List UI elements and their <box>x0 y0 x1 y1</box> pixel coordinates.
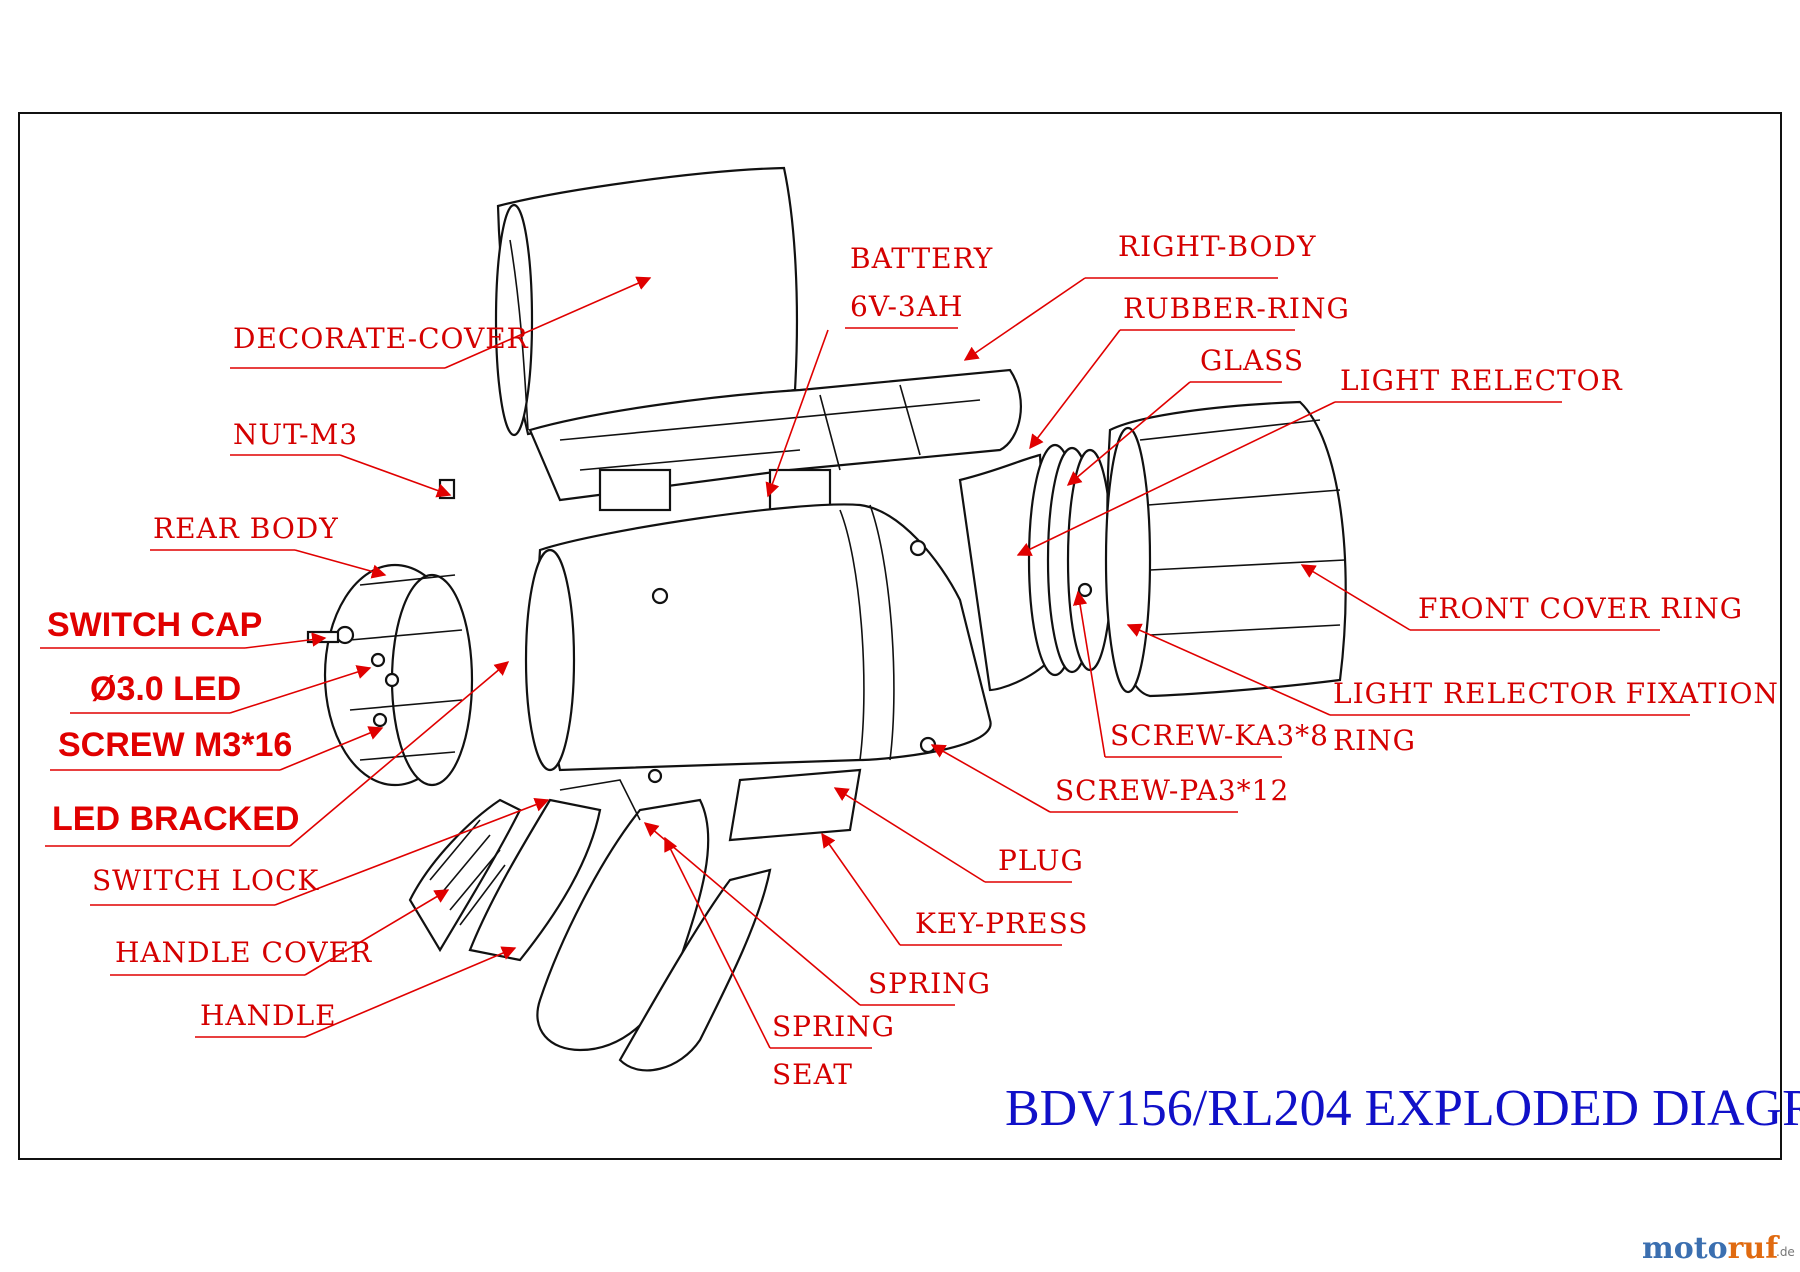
main-body-part <box>524 368 1052 784</box>
parts-drawing <box>306 166 1347 1072</box>
diagram-frame <box>18 112 1782 1160</box>
label-spring: SPRING <box>868 967 991 1000</box>
watermark: motoruf .de <box>1642 1231 1795 1266</box>
label-nut-m3: NUT-M3 <box>233 418 358 451</box>
label-fixation-ring-line1: LIGHT RELECTOR FIXATION <box>1333 677 1779 710</box>
label-right-body: RIGHT-BODY <box>1118 230 1316 263</box>
label-screw-pa3-12: SCREW-PA3*12 <box>1055 774 1289 807</box>
label-plug: PLUG <box>998 844 1084 877</box>
label-front-cover-ring: FRONT COVER RING <box>1418 592 1743 625</box>
label-handle-cover: HANDLE COVER <box>115 936 372 969</box>
labels: DECORATE-COVER NUT-M3 REAR BODY SWITCH C… <box>47 230 1779 1091</box>
decorate-cover-part <box>494 166 799 437</box>
label-spring-seat-line1: SPRING <box>772 1010 895 1043</box>
rear-body-part <box>306 478 474 787</box>
watermark-part1: moto <box>1642 1231 1728 1266</box>
ring-parts <box>1027 443 1114 677</box>
label-spring-seat-line2: SEAT <box>772 1058 853 1091</box>
label-battery: BATTERY <box>850 242 993 275</box>
label-screw-m3-16: SCREW M3*16 <box>58 726 292 764</box>
watermark-suffix: .de <box>1776 1245 1795 1259</box>
label-rubber-ring: RUBBER-RING <box>1123 292 1350 325</box>
label-light-relector: LIGHT RELECTOR <box>1340 364 1623 397</box>
label-handle: HANDLE <box>200 999 337 1032</box>
label-decorate-cover: DECORATE-COVER <box>233 322 529 355</box>
label-rear-body: REAR BODY <box>153 512 339 545</box>
label-key-press: KEY-PRESS <box>915 907 1088 940</box>
label-led-3mm: Ø3.0 LED <box>90 670 241 708</box>
label-led-bracked: LED BRACKED <box>52 800 299 838</box>
label-battery-spec: 6V-3AH <box>850 290 963 323</box>
svg-text:motoruf: motoruf <box>1642 1231 1780 1266</box>
label-screw-ka3-8: SCREW-KA3*8 <box>1110 719 1329 752</box>
label-glass: GLASS <box>1200 344 1304 377</box>
label-fixation-ring-line2: RING <box>1333 724 1416 757</box>
watermark-part2: ruf <box>1728 1231 1781 1266</box>
label-switch-cap: SWITCH CAP <box>47 606 262 644</box>
diagram-title: BDV156/RL204 EXPLODED DIAGRAM <box>1005 1080 1800 1137</box>
label-switch-lock: SWITCH LOCK <box>92 864 319 897</box>
front-cover-ring-part <box>1104 400 1347 698</box>
leader-lines <box>40 276 1690 1049</box>
